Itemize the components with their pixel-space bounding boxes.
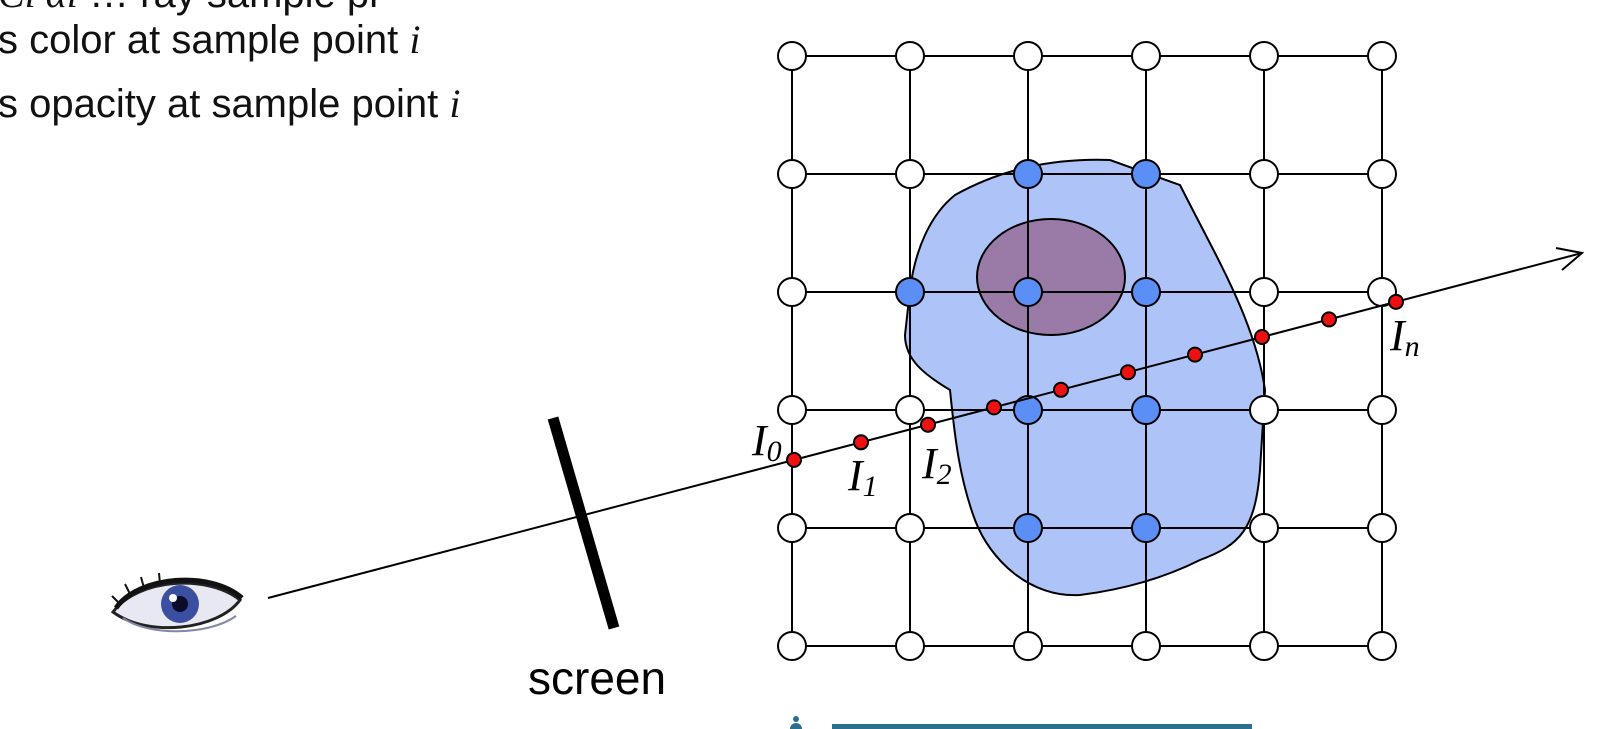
grid-node-empty [895,41,925,71]
grid-node-empty [1367,395,1397,425]
grid-node-empty [1249,395,1279,425]
grid-node-empty [1367,159,1397,189]
sample-point [1120,364,1136,381]
label-I1: I1 [847,451,878,503]
grid-lines [791,55,1383,647]
legend-opacity-var: i [449,81,461,126]
grid-node-empty [895,631,925,661]
grid-node-empty [1013,41,1043,71]
grid-node-empty [895,513,925,543]
grid-node-empty [777,41,807,71]
sample-point [986,399,1002,416]
university-logo [790,716,1252,729]
grid-node-filled [1013,277,1043,307]
sample-point [853,434,869,451]
grid-node-filled [1013,395,1043,425]
grid-node-empty [777,159,807,189]
ray-arrowhead [1555,247,1585,271]
grid-node-empty [895,159,925,189]
grid-node-empty [1367,513,1397,543]
legend-opacity-line: s opacity at sample point i [0,80,460,128]
sample-point [1321,311,1337,328]
grid-node-empty [1249,41,1279,71]
grid-node-filled [1013,513,1043,543]
grid-node-empty [1249,159,1279,189]
volume-core [976,218,1126,336]
sample-point [1388,293,1404,310]
sample-point [786,451,802,468]
sample-point [920,416,936,433]
screen-label: screen [528,652,666,704]
screen-bar [547,416,620,630]
grid-node-empty [1249,513,1279,543]
legend-color-text: s color at sample point [0,18,399,62]
sample-point [1053,381,1069,398]
grid-node-empty [777,631,807,661]
grid-node-filled [1131,513,1161,543]
grid-node-empty [777,395,807,425]
grid-node-filled [1131,159,1161,189]
grid-node-filled [1013,159,1043,189]
eye-icon [110,572,244,633]
label-In: In [1389,311,1420,363]
grid-node-filled [895,277,925,307]
grid-node-empty [777,277,807,307]
sample-points [786,293,1404,468]
legend-top-line: Ci αi … ray sample pr [0,0,382,18]
grid-node-empty [1249,277,1279,307]
legend-color-line: s color at sample point i [0,16,420,64]
sample-point [1254,329,1270,346]
grid-node-empty [1367,41,1397,71]
grid-node-filled [1131,395,1161,425]
grid-node-empty [895,395,925,425]
grid-node-empty [1131,41,1161,71]
grid-node-empty [1367,631,1397,661]
grid-node-filled [1131,277,1161,307]
grid-node-empty [777,513,807,543]
grid-node-empty [1249,631,1279,661]
legend-top-symbols: Ci αi [0,0,78,16]
label-I0: I0 [751,416,782,468]
legend-top-text: … ray sample pr [89,0,382,16]
grid-nodes [777,41,1397,661]
legend-color-var: i [409,17,421,62]
grid-node-empty [1013,631,1043,661]
grid-node-empty [1131,631,1161,661]
legend-opacity-text: s opacity at sample point [0,82,439,126]
sample-point [1187,346,1203,363]
label-I2: I2 [921,439,952,491]
